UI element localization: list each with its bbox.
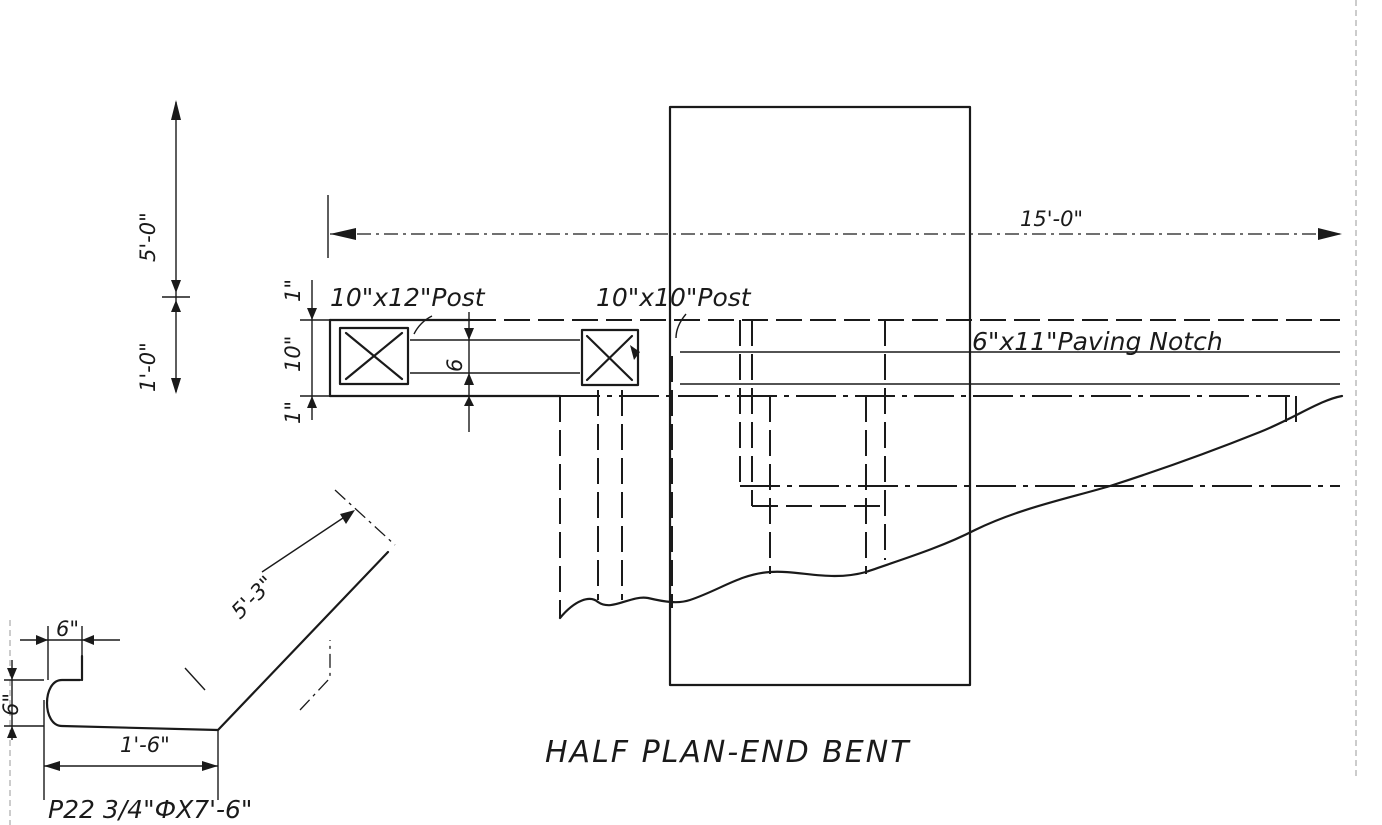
drawing-title: HALF PLAN-END BENT xyxy=(545,735,911,770)
ground-line xyxy=(558,394,1344,620)
post-left-leader xyxy=(413,315,433,335)
post-10x12 xyxy=(338,326,410,386)
bar-leg-long-text: 5'-3" xyxy=(227,571,279,623)
post-right-leader xyxy=(675,313,687,339)
dim-10-text: 10" xyxy=(281,336,305,372)
bar-hook-width-text: 6" xyxy=(56,617,79,641)
span-dimension: 15'-0" xyxy=(327,195,1342,258)
span-dim-text: 15'-0" xyxy=(1020,207,1083,231)
rail-gap-dim: 6 xyxy=(443,312,474,432)
dim-1-0-text: 1'-0" xyxy=(136,342,160,392)
paving-notch-label: 6"x11"Paving Notch xyxy=(972,327,1223,356)
dim-5-0-text: 5'-0" xyxy=(136,212,160,262)
dim-1-bottom-text: 1" xyxy=(281,401,305,424)
post-10x10 xyxy=(580,328,640,387)
bar-bend-detail: 5'-3" 1'-6" 6" 6" P22 3/4"ФX7'-6" xyxy=(0,489,396,824)
bar-mark-text: P22 3/4"ФX7'-6" xyxy=(48,795,252,824)
deck-plan-lines xyxy=(328,318,1340,487)
bar-leg-short-text: 1'-6" xyxy=(120,733,170,757)
dim-1-top-text: 1" xyxy=(281,279,305,302)
bar-hook-height-text: 6" xyxy=(0,693,23,716)
post-right-label: 10"x10"Post xyxy=(596,283,752,312)
vertical-dimension-5-0: 5'-0" 1'-0" xyxy=(136,100,190,394)
bent-hidden-lines xyxy=(559,320,1297,618)
post-left-label: 10"x12"Post xyxy=(330,283,486,312)
wall-thickness-dims: 1" 10" 1" xyxy=(281,279,330,424)
rail-gap-dim-text: 6 xyxy=(443,359,467,372)
